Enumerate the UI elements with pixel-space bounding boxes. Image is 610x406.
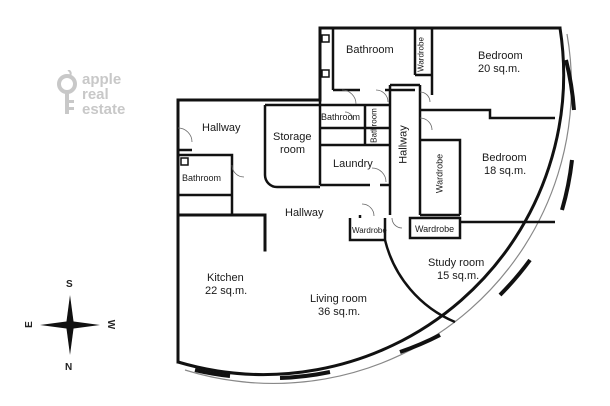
outer-walls [176, 26, 562, 364]
compass-e: E [23, 321, 35, 328]
label-wardrobe-small: Wardrobe [352, 226, 387, 235]
label-bathroom-mid-v: Bathroom [369, 108, 379, 143]
outer-curve-window [184, 33, 573, 384]
label-kitchen-area: 22 sq.m. [205, 285, 248, 297]
logo-icon [57, 70, 77, 114]
label-bathroom-top: Bathroom [346, 44, 394, 56]
compass-w: W [105, 319, 117, 330]
compass-n: N [65, 362, 73, 373]
label-storage: Storage [273, 131, 312, 143]
label-laundry: Laundry [333, 158, 373, 170]
wall-posts [180, 34, 330, 166]
label-bedroom-top: Bedroom [478, 50, 523, 62]
label-hallway-vert: Hallway [397, 125, 410, 164]
label-wardrobe-mid: Wardrobe [434, 153, 445, 194]
door-swings [177, 89, 433, 229]
label-bedroom-top-area: 20 sq.m. [478, 63, 521, 75]
label-bathroom-left: Bathroom [182, 173, 222, 183]
logo-line-1: apple [82, 71, 122, 88]
logo-line-3: estate [82, 101, 126, 118]
label-wardrobe-right: Wardrobe [415, 224, 455, 234]
label-study-area: 15 sq.m. [437, 270, 480, 282]
label-kitchen: Kitchen [207, 272, 244, 284]
logo-line-2: real [82, 86, 109, 103]
window-marks [194, 59, 576, 380]
label-bedroom-mid: Bedroom [482, 152, 527, 164]
interior-walls [178, 28, 555, 324]
label-bathroom-mid: Bathroom [321, 112, 361, 122]
label-wardrobe-top: Wardrobe [416, 37, 426, 72]
logo: apple real estate [56, 68, 146, 124]
label-bedroom-mid-area: 18 sq.m. [484, 165, 527, 177]
logo-text: apple real estate [82, 72, 125, 117]
label-living-area: 36 sq.m. [318, 306, 361, 318]
label-living: Living room [310, 293, 367, 305]
label-storage-2: room [280, 144, 306, 156]
outer-curve [177, 27, 566, 376]
label-hallway-left: Hallway [202, 122, 241, 134]
label-hallway-main: Hallway [285, 207, 324, 219]
label-study: Study room [428, 257, 485, 269]
compass-rose [40, 295, 100, 355]
compass-s: S [66, 279, 73, 290]
